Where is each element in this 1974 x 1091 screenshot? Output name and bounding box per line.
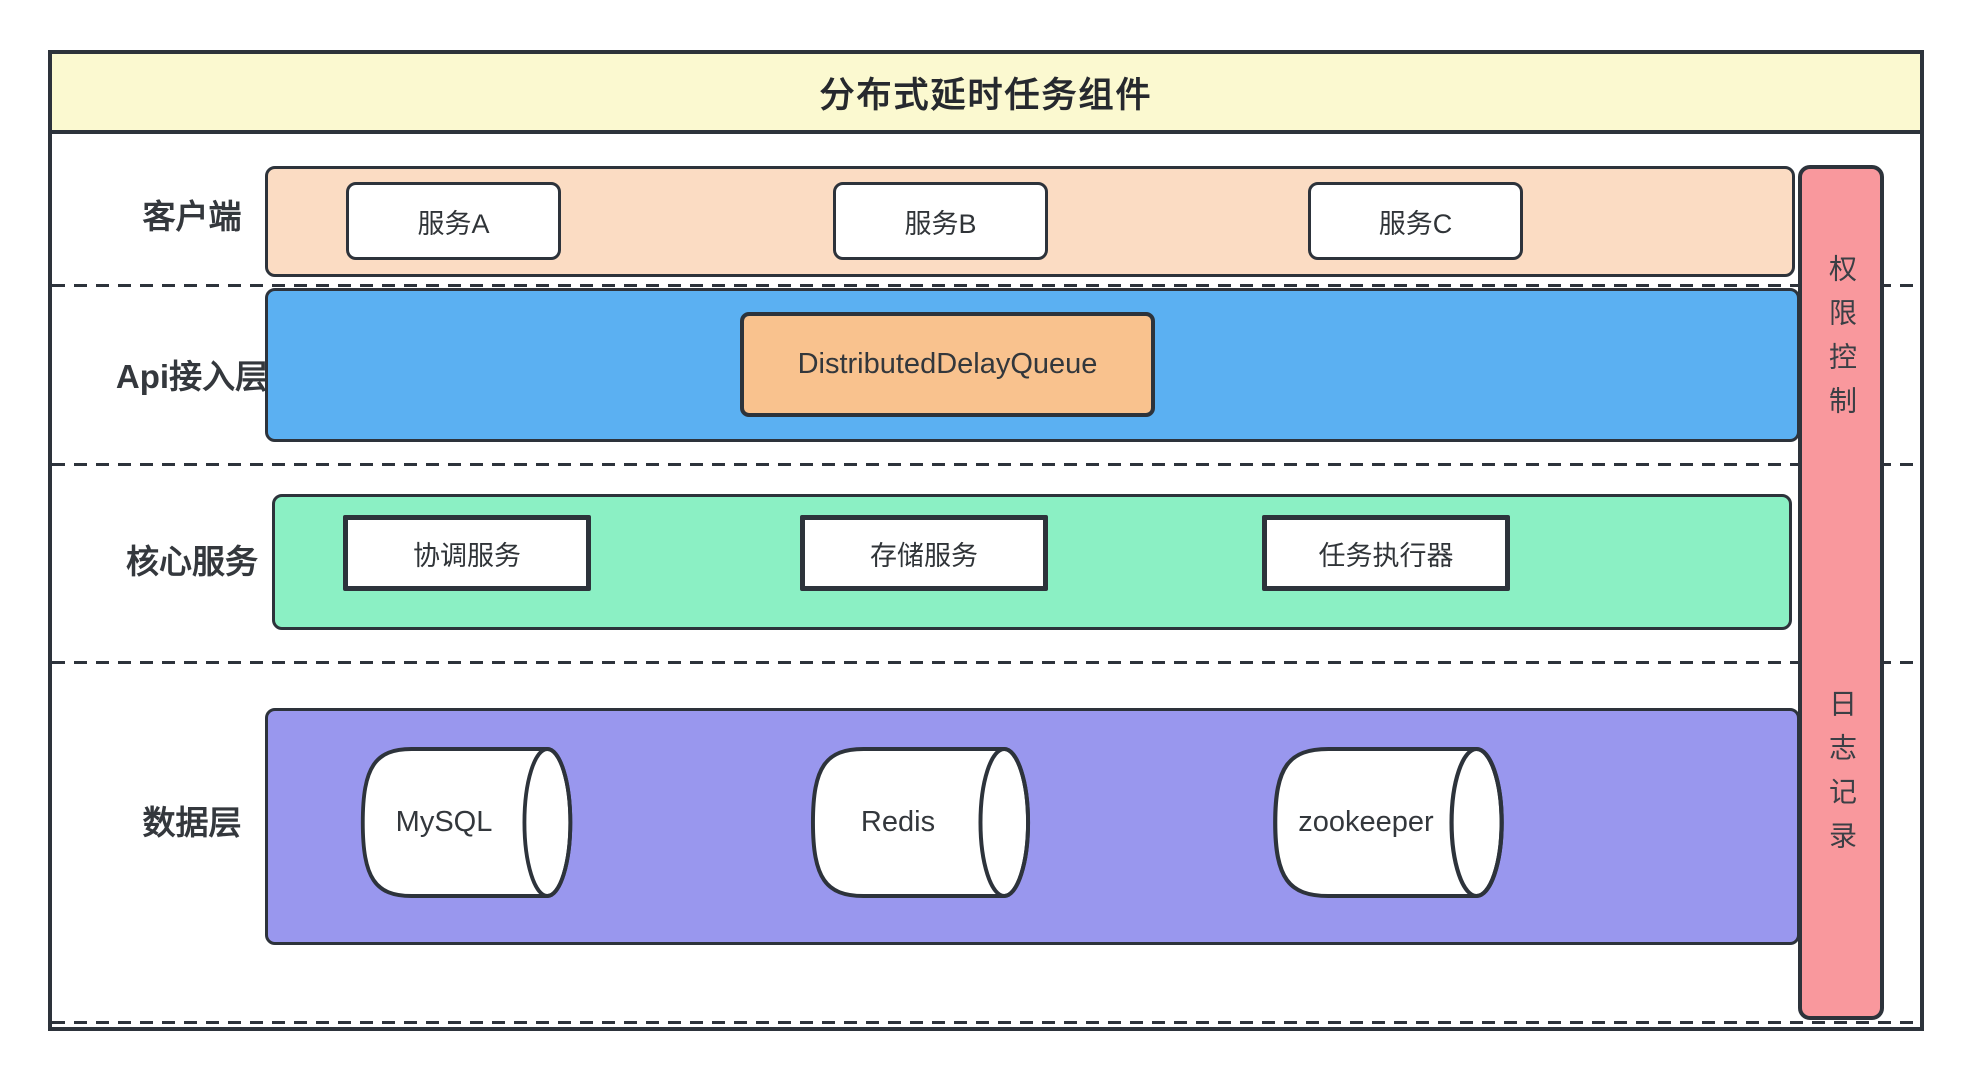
database-cylinder-icon: [1273, 747, 1504, 898]
zookeeper-database-cylinder: zookeeper: [1270, 745, 1510, 900]
database-label: zookeeper: [1298, 806, 1434, 838]
api-layer-band: DistributedDelayQueue: [265, 288, 1800, 442]
permission-control-label: 权限控制: [1826, 254, 1857, 430]
task-executor-box: 任务执行器: [1262, 515, 1510, 591]
service-b-box: 服务B: [833, 182, 1048, 260]
mysql-database-cylinder: MySQL: [358, 745, 578, 900]
layer-separator-api-core: [52, 463, 1920, 466]
log-record-label: 日志记录: [1826, 689, 1857, 865]
layer-label-core: 核心服务: [126, 543, 258, 580]
coordination-service-box: 协调服务: [343, 515, 591, 591]
service-a-box: 服务A: [346, 182, 561, 260]
diagram-title-bar: 分布式延时任务组件: [52, 54, 1920, 134]
data-layer-band: MySQL Redis zookeeper: [265, 708, 1800, 945]
distributed-delay-queue-box: DistributedDelayQueue: [740, 312, 1155, 417]
database-label: Redis: [860, 806, 936, 838]
layer-label-data: 数据层: [142, 804, 242, 841]
diagram-title: 分布式延时任务组件: [819, 75, 1153, 115]
cross-cutting-bar: 权限控制 日志记录: [1798, 165, 1884, 1020]
storage-service-box: 存储服务: [800, 515, 1048, 591]
database-cylinder-icon: [810, 747, 1031, 898]
layer-separator-core-data: [52, 661, 1920, 664]
layer-separator-bottom: [52, 1021, 1920, 1024]
database-label: MySQL: [395, 806, 493, 838]
diagram-frame: 分布式延时任务组件 客户端 Api接入层 核心服务 数据层 服务A 服务B 服务…: [48, 50, 1924, 1031]
layer-label-client: 客户端: [142, 198, 242, 235]
core-layer-band: 协调服务 存储服务 任务执行器: [272, 494, 1792, 630]
client-layer-band: 服务A 服务B 服务C: [265, 166, 1795, 277]
database-cylinder-icon: [360, 747, 573, 898]
layer-label-api: Api接入层: [115, 358, 269, 395]
layer-separator-client-api: [52, 284, 1920, 287]
service-c-box: 服务C: [1308, 182, 1523, 260]
redis-database-cylinder: Redis: [808, 745, 1036, 900]
